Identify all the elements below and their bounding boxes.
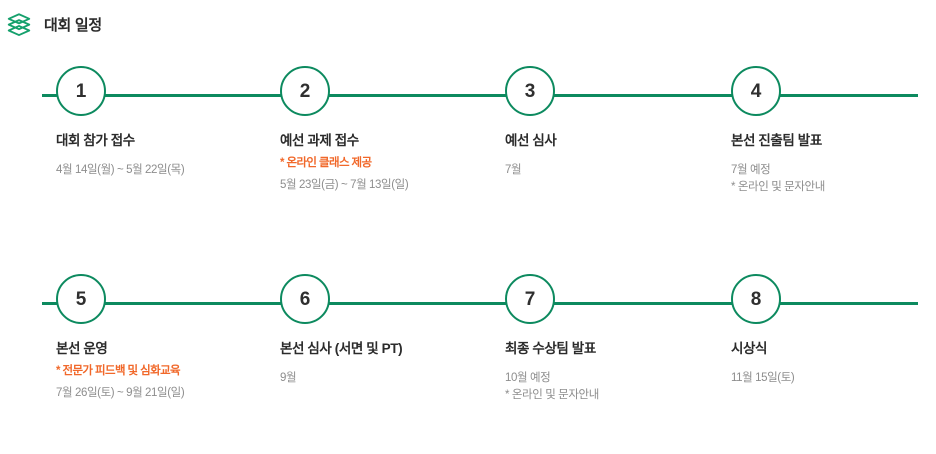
step-title: 예선 심사 — [505, 133, 557, 148]
step-number: 1 — [75, 80, 87, 102]
step-dates: 4월 14일(월) ~ 5월 22일(목) — [56, 163, 185, 176]
step-title: 대회 참가 접수 — [56, 133, 135, 148]
step-title: 본선 운영 — [56, 341, 108, 356]
step-title: 예선 과제 접수 — [280, 133, 359, 148]
step-dates: 11월 15일(토) — [731, 371, 795, 384]
step-number: 3 — [524, 80, 536, 102]
step-body: 시상식 11월 15일(토) — [731, 340, 936, 387]
step-title: 시상식 — [731, 341, 768, 356]
step-title: 최종 수상팀 발표 — [505, 341, 596, 356]
step-marker-circle[interactable]: 2 — [280, 66, 330, 116]
timeline-axis-line — [42, 94, 918, 97]
step-dates: 7월 예정 * 온라인 및 문자안내 — [731, 163, 825, 194]
step-dates: 10월 예정 * 온라인 및 문자안내 — [505, 371, 599, 402]
step-marker-circle[interactable]: 8 — [731, 274, 781, 324]
step-body: 최종 수상팀 발표 10월 예정 * 온라인 및 문자안내 — [505, 340, 720, 405]
step-note: * 온라인 클래스 제공 — [280, 156, 372, 169]
step-marker-circle[interactable]: 4 — [731, 66, 781, 116]
step-dates: 7월 26일(토) ~ 9월 21일(일) — [56, 387, 185, 400]
step-dates: 7월 — [505, 163, 522, 176]
step-marker-circle[interactable]: 5 — [56, 274, 106, 324]
step-body: 본선 진출팀 발표 7월 예정 * 온라인 및 문자안내 — [731, 132, 936, 197]
step-body: 본선 심사 (서면 및 PT) 9월 — [280, 340, 495, 387]
step-number: 8 — [750, 288, 762, 310]
step-number: 4 — [750, 80, 762, 102]
step-body: 대회 참가 접수 4월 14일(월) ~ 5월 22일(목) — [56, 132, 271, 179]
step-note: * 전문가 피드백 및 심화교육 — [56, 364, 181, 377]
page-title: 대회 일정 — [44, 16, 102, 34]
step-number: 2 — [299, 80, 311, 102]
section-header: 대회 일정 — [0, 10, 102, 38]
step-body: 본선 운영 * 전문가 피드백 및 심화교육 7월 26일(토) ~ 9월 21… — [56, 340, 271, 403]
step-dates: 9월 — [280, 371, 297, 384]
step-body: 예선 과제 접수 * 온라인 클래스 제공 5월 23일(금) ~ 7월 13일… — [280, 132, 495, 195]
layers-stack-icon — [7, 13, 31, 36]
step-marker-circle[interactable]: 6 — [280, 274, 330, 324]
timeline-axis-line — [42, 302, 918, 305]
step-marker-circle[interactable]: 1 — [56, 66, 106, 116]
step-number: 7 — [524, 288, 536, 310]
step-title: 본선 진출팀 발표 — [731, 133, 822, 148]
step-marker-circle[interactable]: 3 — [505, 66, 555, 116]
step-number: 6 — [299, 288, 311, 310]
step-title: 본선 심사 (서면 및 PT) — [280, 341, 403, 356]
step-number: 5 — [75, 288, 87, 310]
step-body: 예선 심사 7월 — [505, 132, 720, 179]
step-dates: 5월 23일(금) ~ 7월 13일(일) — [280, 179, 409, 192]
step-marker-circle[interactable]: 7 — [505, 274, 555, 324]
